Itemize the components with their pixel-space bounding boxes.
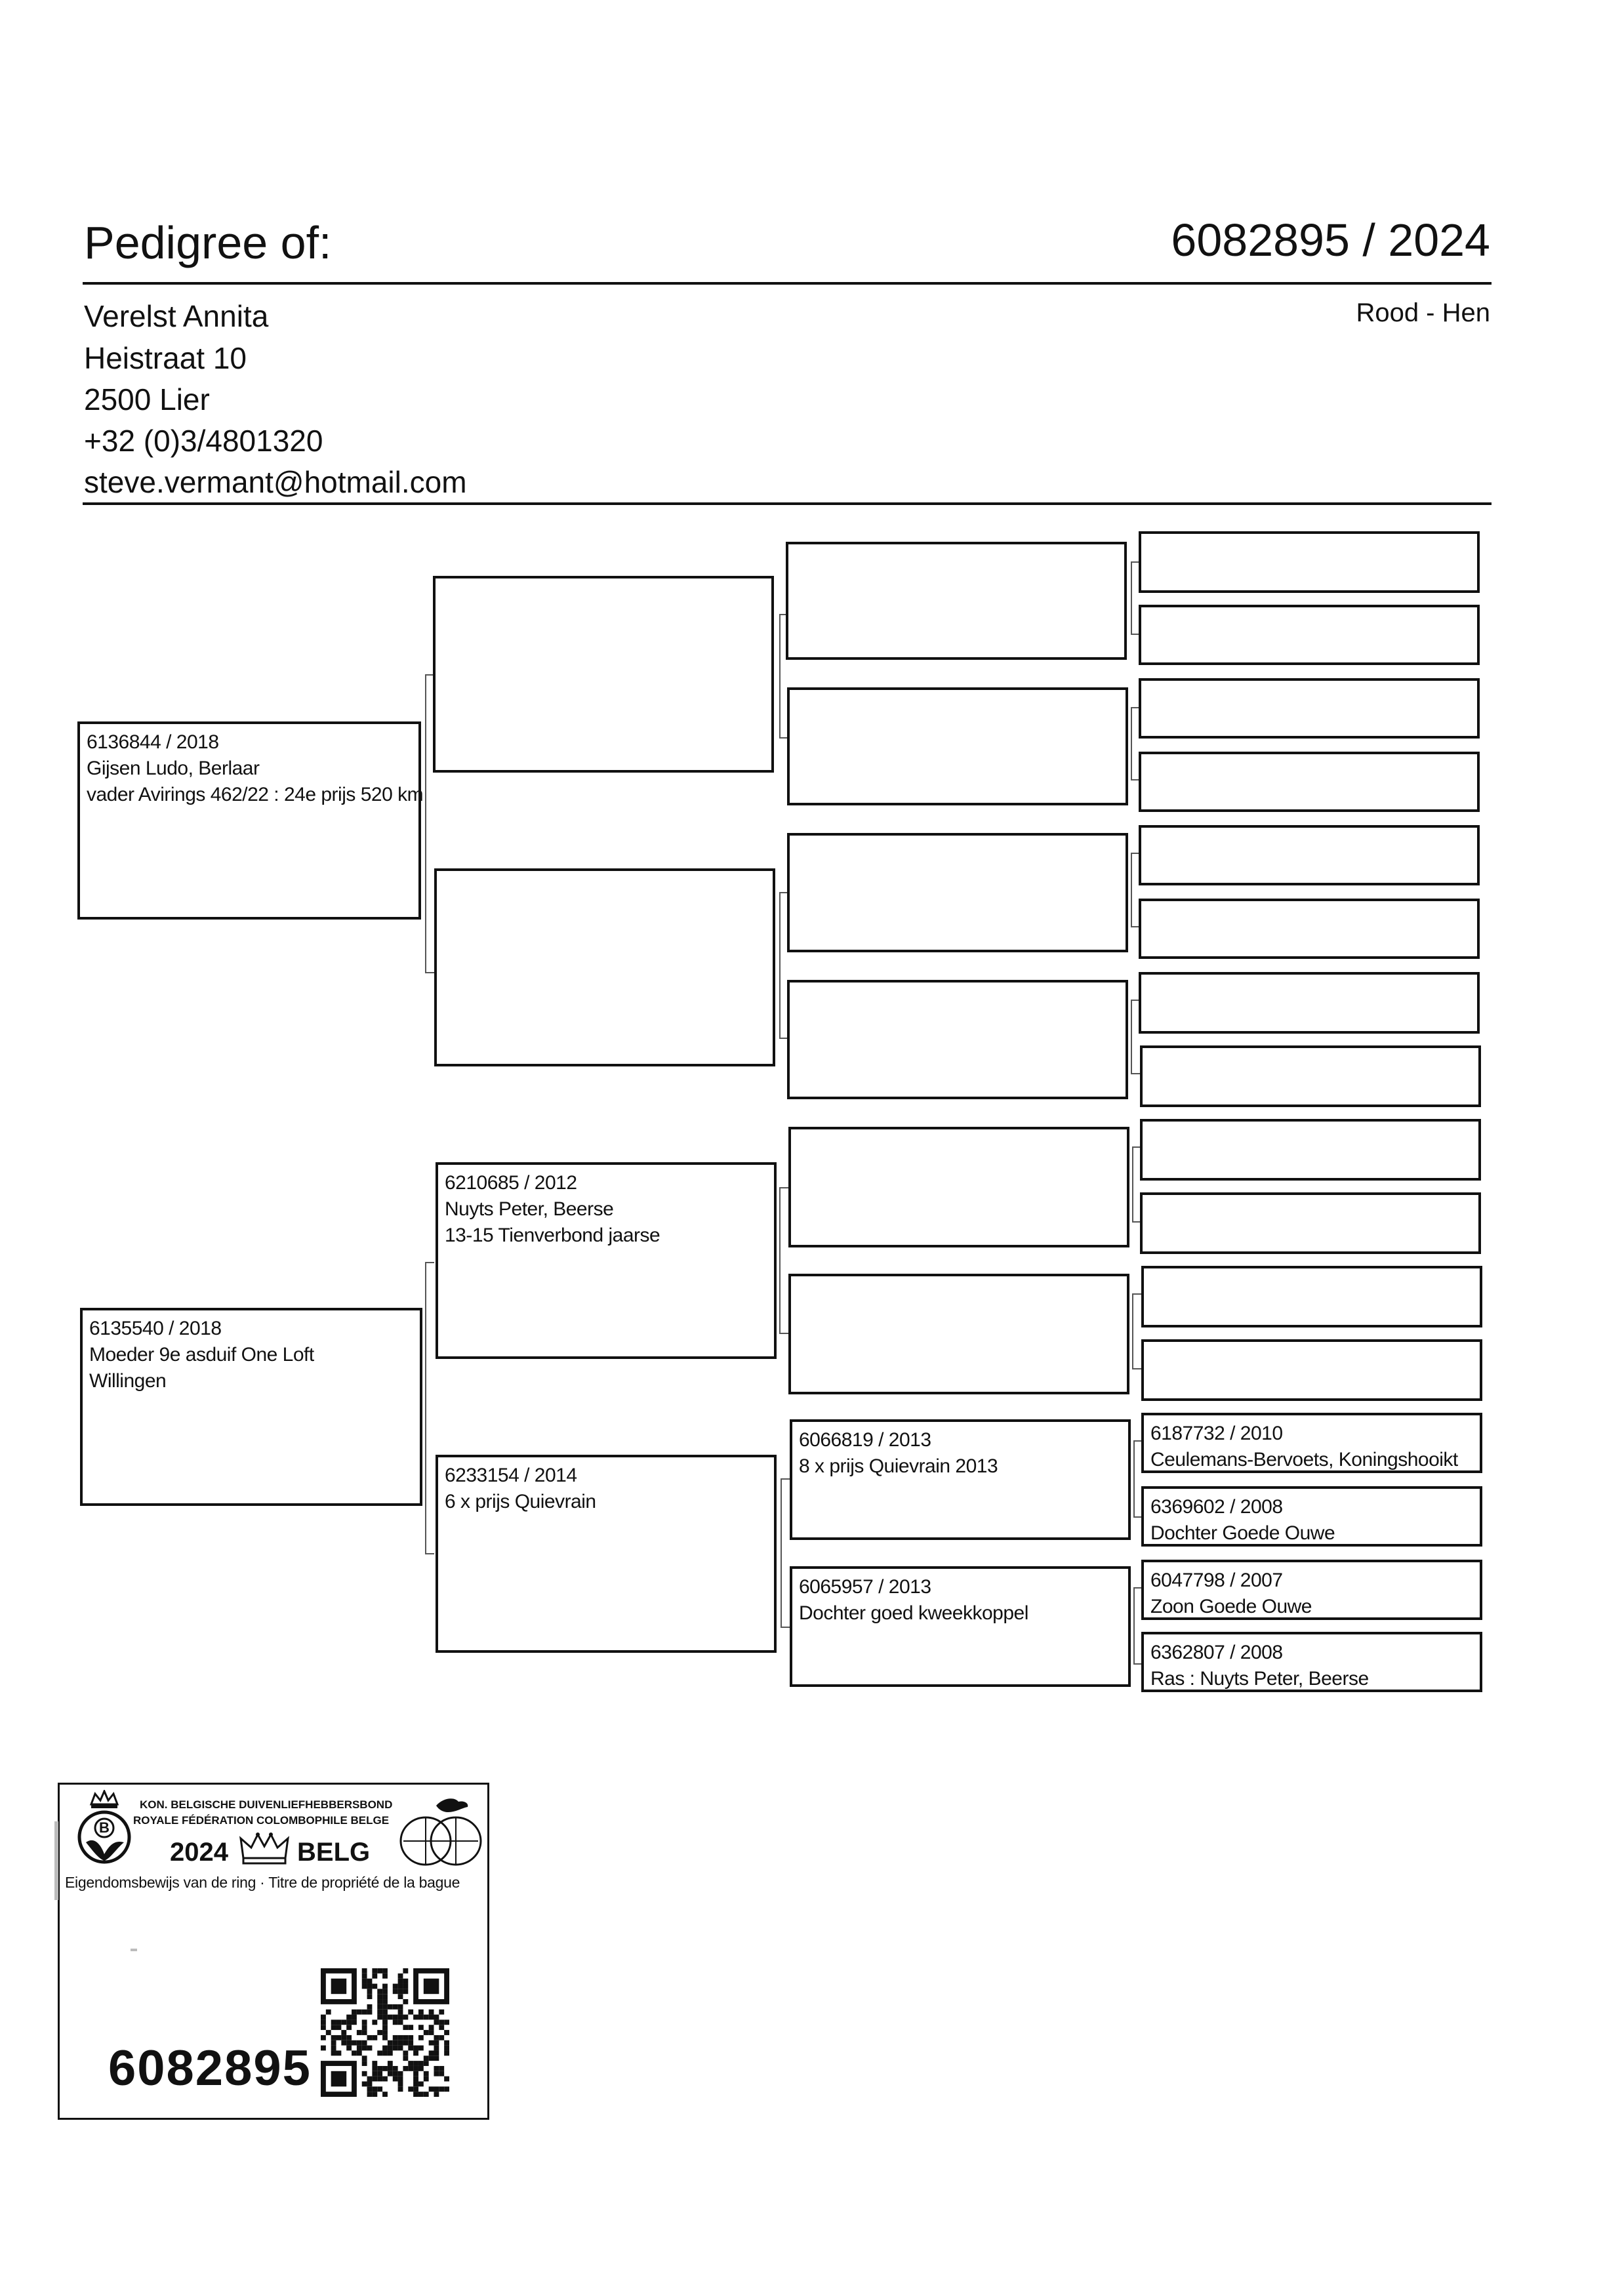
pedigree-box-ffm [787,687,1128,805]
pedigree-box-g4 [1139,678,1480,739]
card-country: BELG [297,1838,371,1867]
ring-number: 6233154 / 2014 [445,1465,577,1486]
pedigree-box-ff [433,576,774,773]
breeder: Nuyts Peter, Beerse [445,1198,614,1220]
connector [1132,1293,1141,1369]
connector [1132,1146,1141,1223]
connector [425,674,434,973]
connector [779,892,788,1039]
ring-number: 6362807 / 2008 [1150,1642,1283,1663]
owner-email: steve.vermant@hotmail.com [84,465,467,499]
owner-street: Heistraat 10 [84,341,247,375]
ring-number: 6065957 / 2013 [799,1576,931,1598]
breeder: Ceulemans-Bervoets, Koningshooikt [1150,1449,1458,1470]
remark: vader Avirings 462/22 : 24e prijs 520 km [87,784,424,805]
federation-name-fr: ROYALE FÉDÉRATION COLOMBOPHILE BELGE [133,1814,390,1827]
qr-code-icon [321,1968,449,2100]
remark: Willingen [89,1370,167,1392]
owner-name: Verelst Annita [84,299,269,333]
owner-phone: +32 (0)3/4801320 [84,424,323,458]
pedigree-box-fmm [787,980,1128,1099]
connector [781,1478,790,1628]
connector [425,1262,434,1554]
pedigree-box-g4: 6362807 / 2008 Ras : Nuyts Peter, Beerse [1141,1632,1482,1692]
remark: Dochter Goede Ouwe [1150,1522,1335,1544]
pedigree-box-fmf [787,833,1128,952]
pedigree-box-g4 [1139,899,1480,959]
pedigree-box-mmm: 6065957 / 2013 Dochter goed kweekkoppel [790,1566,1131,1687]
royal-crown-emblem-icon: B [71,1789,137,1874]
remark: 6 x prijs Quievrain [445,1491,596,1512]
ring-number: 6187732 / 2010 [1150,1423,1283,1444]
connector [779,614,788,739]
color-sex: Rood - Hen [1356,298,1490,327]
federation-name-nl: KON. BELGISCHE DUIVENLIEFHEBBERSBOND [140,1798,393,1811]
page-title: Pedigree of: [84,217,332,268]
crown-icon [238,1829,291,1869]
pedigree-box-mf: 6210685 / 2012 Nuyts Peter, Beerse 13-15… [436,1162,777,1359]
connector [1131,853,1140,927]
remark: Zoon Goede Ouwe [1150,1596,1312,1617]
breeder: Ras : Nuyts Peter, Beerse [1150,1668,1369,1690]
connector [1131,561,1140,635]
pedigree-box-g4 [1139,972,1480,1034]
pedigree-box-mmf: 6066819 / 2013 8 x prijs Quievrain 2013 [790,1419,1131,1540]
owner-divider [83,502,1492,505]
scan-speck [131,1949,137,1951]
pedigree-box-g4 [1140,1192,1481,1254]
ring-number: 6369602 / 2008 [1150,1496,1283,1518]
pedigree-box-mff [788,1127,1129,1247]
pigeon-globe-logo-icon [396,1793,485,1872]
pedigree-box-mm: 6233154 / 2014 6 x prijs Quievrain [436,1455,777,1653]
remark: 13-15 Tienverbond jaarse [445,1225,660,1246]
pedigree-box-mfm [788,1274,1129,1394]
pedigree-box-g4 [1139,605,1480,665]
remark: Dochter goed kweekkoppel [799,1602,1028,1624]
staple-mark [54,1821,58,1900]
pedigree-box-mother: 6135540 / 2018 Moeder 9e asduif One Loft… [80,1308,422,1506]
card-year: 2024 [170,1838,228,1867]
pedigree-box-g4 [1140,1045,1481,1107]
ring-number: 6066819 / 2013 [799,1429,931,1451]
header-divider [83,282,1492,285]
main-ring-number: 6082895 / 2024 [1171,214,1490,266]
ring-ownership-card: B KON. BELGISCHE DUIVENLIEFHEBBERSBOND R… [54,1783,489,2120]
pedigree-box-fff [786,542,1127,660]
card-subtitle: Eigendomsbewijs van de ring · Titre de p… [65,1874,460,1891]
pedigree-box-g4 [1141,1266,1482,1327]
connector [1131,707,1140,780]
remark: 8 x prijs Quievrain 2013 [799,1455,998,1477]
ring-number: 6047798 / 2007 [1150,1570,1283,1591]
remark: Moeder 9e asduif One Loft [89,1344,314,1366]
pedigree-box-g4: 6187732 / 2010 Ceulemans-Bervoets, Konin… [1141,1413,1482,1473]
breeder: Gijsen Ludo, Berlaar [87,758,260,779]
connector [1133,1440,1143,1518]
pedigree-box-g4 [1141,1339,1482,1401]
connector [1133,1587,1143,1665]
ring-number: 6135540 / 2018 [89,1318,222,1339]
pedigree-box-father: 6136844 / 2018 Gijsen Ludo, Berlaar vade… [77,721,424,920]
ring-number: 6136844 / 2018 [87,731,219,753]
connector [1131,1000,1140,1074]
pedigree-box-fm [434,868,775,1066]
connector [779,1187,788,1334]
pedigree-box-g4: 6369602 / 2008 Dochter Goede Ouwe [1141,1486,1482,1547]
pedigree-box-g4 [1139,825,1480,885]
pedigree-box-g4: 6047798 / 2007 Zoon Goede Ouwe [1141,1560,1482,1620]
ring-number: 6210685 / 2012 [445,1172,577,1194]
card-ring-number: 6082895 [108,2040,312,2096]
pedigree-box-g4 [1139,531,1480,593]
pedigree-box-g4 [1139,752,1480,812]
emblem-letter: B [99,1819,110,1836]
owner-city: 2500 Lier [84,382,210,416]
pedigree-box-g4 [1140,1119,1481,1181]
